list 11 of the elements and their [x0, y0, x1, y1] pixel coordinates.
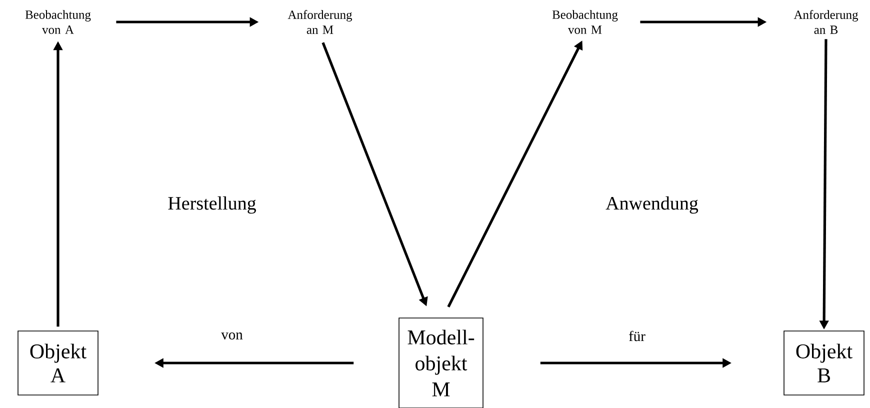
node-label: Anforderung an M [288, 10, 352, 34]
node-label: Anforderung an B [794, 10, 858, 34]
object-box: Objekt B [784, 330, 864, 396]
node-label: Beobachtung von M [552, 10, 618, 34]
node-label: Beobachtung von A [25, 10, 91, 34]
object-box: Objekt A [18, 330, 98, 396]
edge-label: von [220, 332, 244, 340]
edge-label: für [628, 330, 646, 342]
section-label: Anwendung [606, 196, 698, 214]
section-label: Herstellung [168, 196, 256, 214]
model-box: Modell-objekt M [398, 318, 484, 408]
